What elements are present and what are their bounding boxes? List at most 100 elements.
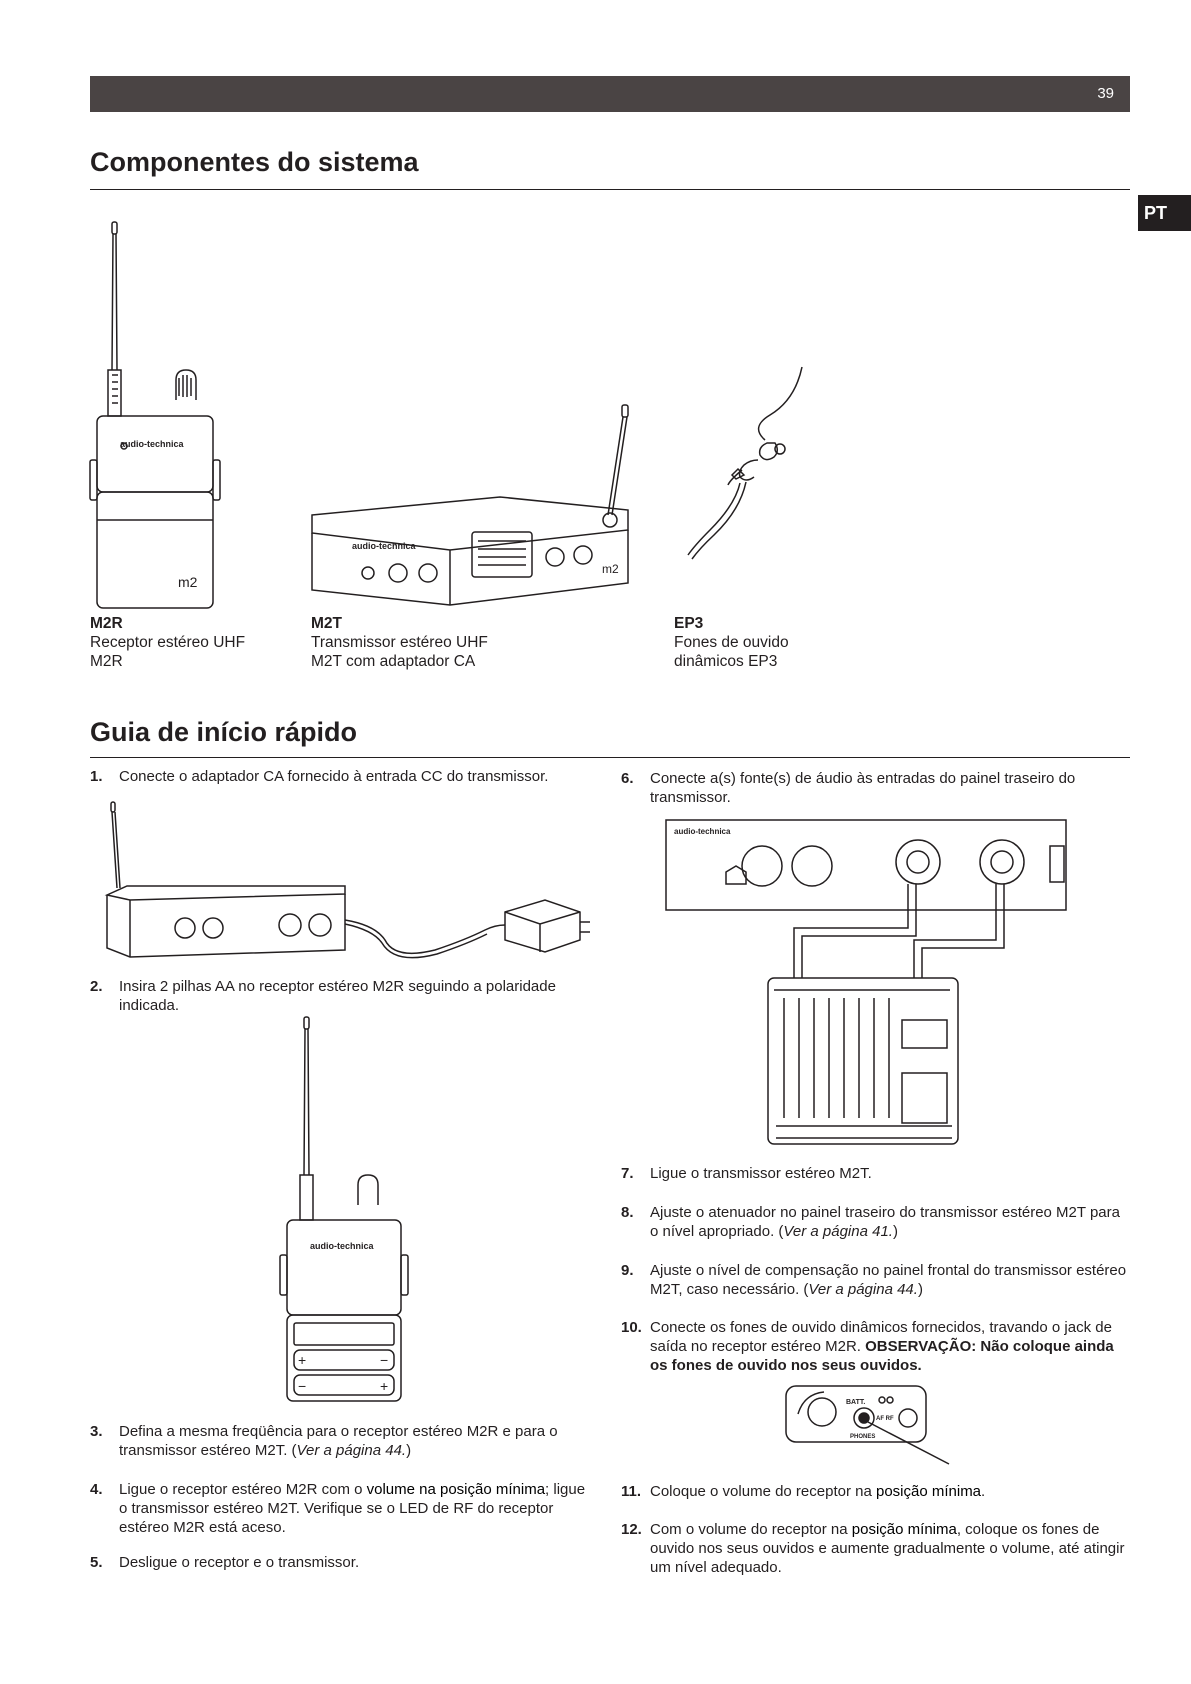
step-number: 1. bbox=[90, 768, 103, 785]
component-caption-m2t: M2T Transmissor estéreo UHF M2T com adap… bbox=[311, 614, 531, 671]
step-text: Insira 2 pilhas AA no receptor estéreo M… bbox=[119, 978, 556, 1014]
receiver-batteries-illustration: + − − + audio-technica bbox=[280, 1015, 410, 1405]
step-text-part: ) bbox=[892, 1223, 898, 1240]
step-text-part: Conecte os fones de ouvido dinâmicos for… bbox=[650, 1319, 1112, 1355]
component-caption-ep3: EP3 Fones de ouvido dinâmicos EP3 bbox=[674, 614, 874, 671]
svg-text:−: − bbox=[298, 1378, 306, 1394]
header-bar: 39 bbox=[90, 76, 1130, 112]
component-name: EP3 bbox=[674, 615, 704, 632]
step-text: Ligue o transmissor estéreo M2T. bbox=[650, 1165, 872, 1182]
step-text-part: Ligue o receptor estéreo M2R com o bbox=[119, 1481, 367, 1498]
ep3-earphones-illustration bbox=[680, 365, 810, 565]
step-text: Ajuste o atenuador no painel traseiro do… bbox=[650, 1203, 1131, 1241]
components-rule bbox=[90, 189, 1130, 190]
svg-text:audio-technica: audio-technica bbox=[120, 439, 185, 449]
m2r-receiver-illustration: m2 audio-technica bbox=[90, 220, 225, 612]
step-text: Desligue o receptor e o transmissor. bbox=[119, 1554, 360, 1571]
svg-text:AF RF: AF RF bbox=[876, 1416, 894, 1422]
svg-text:PHONES: PHONES bbox=[850, 1434, 875, 1440]
step-text: Defina a mesma freqüência para o recepto… bbox=[119, 1422, 590, 1460]
page-reference: Ver a página 41. bbox=[783, 1223, 893, 1240]
step-text-part: ) bbox=[406, 1442, 412, 1459]
step-text-part: Coloque o volume do receptor na bbox=[650, 1483, 876, 1500]
step-number: 12. bbox=[621, 1521, 642, 1538]
rear-panel-mixer-illustration: audio-technica bbox=[664, 818, 1069, 1148]
svg-text:m2: m2 bbox=[602, 562, 619, 576]
step-9: 9. Ajuste o nível de compensação no pain… bbox=[621, 1261, 1131, 1299]
svg-text:+: + bbox=[298, 1352, 306, 1368]
step-text-part: ) bbox=[917, 1281, 923, 1298]
note-text: OBSERVAÇÃO: Não coloque ainda os fones d… bbox=[650, 1338, 1114, 1374]
svg-text:+: + bbox=[380, 1378, 388, 1394]
page-reference: Ver a página 44. bbox=[296, 1442, 407, 1459]
component-caption-m2r: M2R Receptor estéreo UHF M2R bbox=[90, 614, 280, 671]
step-text: Conecte os fones de ouvido dinâmicos for… bbox=[650, 1318, 1131, 1375]
step-text: Coloque o volume do receptor na posição … bbox=[650, 1482, 1131, 1501]
step-text-part: . bbox=[981, 1483, 986, 1500]
page-number: 39 bbox=[1097, 85, 1114, 102]
m2-logo: m2 bbox=[178, 574, 198, 590]
step-number: 7. bbox=[621, 1165, 634, 1182]
step-text: Ajuste o nível de compensação no painel … bbox=[650, 1261, 1131, 1299]
step-5: 5. Desligue o receptor e o transmissor. bbox=[90, 1553, 590, 1572]
step-4: 4. Ligue o receptor estéreo M2R com o vo… bbox=[90, 1480, 590, 1537]
svg-text:m2: m2 bbox=[178, 574, 198, 590]
step-12: 12. Com o volume do receptor na posição … bbox=[621, 1520, 1131, 1577]
step-number: 9. bbox=[621, 1262, 634, 1279]
svg-text:audio-technica: audio-technica bbox=[310, 1241, 375, 1251]
step-7: 7. Ligue o transmissor estéreo M2T. bbox=[621, 1164, 1131, 1183]
highlighted-text: posição mínima bbox=[875, 1483, 982, 1500]
svg-text:audio-technica: audio-technica bbox=[674, 827, 731, 836]
receiver-top-panel-illustration: BATT. AF RF PHONES bbox=[784, 1384, 954, 1484]
step-number: 2. bbox=[90, 978, 103, 995]
step-1: 1. Conecte o adaptador CA fornecido à en… bbox=[90, 767, 590, 786]
step-text-part: Ajuste o atenuador no painel traseiro do… bbox=[650, 1204, 1120, 1240]
language-tab: PT bbox=[1138, 195, 1191, 231]
component-desc: Transmissor estéreo UHF bbox=[311, 634, 488, 651]
step-text-part: Com o volume do receptor na bbox=[650, 1521, 852, 1538]
component-desc: dinâmicos EP3 bbox=[674, 653, 778, 670]
step-text-part: ; ligue o transmissor estéreo M2T. Verif… bbox=[119, 1481, 586, 1536]
svg-text:−: − bbox=[380, 1352, 388, 1368]
components-title: Componentes do sistema bbox=[90, 147, 419, 177]
component-desc: M2R bbox=[90, 653, 123, 670]
step-text: Conecte o adaptador CA fornecido à entra… bbox=[119, 768, 549, 785]
step-number: 10. bbox=[621, 1319, 642, 1336]
step-number: 8. bbox=[621, 1204, 634, 1221]
af-rf-label: AF RF bbox=[876, 1416, 894, 1422]
step-number: 3. bbox=[90, 1423, 103, 1440]
step-text-part: Ajuste o nível de compensação no painel … bbox=[650, 1262, 1127, 1298]
quickstart-rule bbox=[90, 757, 1130, 758]
page-reference: Ver a página 44. bbox=[808, 1281, 918, 1298]
step-text: Conecte a(s) fonte(s) de áudio às entrad… bbox=[650, 770, 1076, 806]
component-desc: Receptor estéreo UHF bbox=[90, 634, 246, 651]
brand-label: audio-technica bbox=[352, 541, 417, 551]
component-name: M2R bbox=[90, 615, 123, 632]
step-number: 6. bbox=[621, 770, 634, 787]
highlighted-text: posição mínima bbox=[851, 1521, 957, 1538]
step-number: 11. bbox=[621, 1483, 642, 1500]
step-10: 10. Conecte os fones de ouvido dinâmicos… bbox=[621, 1318, 1131, 1375]
quickstart-title: Guia de início rápido bbox=[90, 717, 358, 747]
step-3: 3. Defina a mesma freqüência para o rece… bbox=[90, 1422, 590, 1460]
svg-text:BATT.: BATT. bbox=[846, 1399, 865, 1406]
step-text-part: Defina a mesma freqüência para o recepto… bbox=[119, 1423, 558, 1459]
brand-label: audio-technica bbox=[674, 827, 731, 836]
step-2: 2. Insira 2 pilhas AA no receptor estére… bbox=[90, 977, 590, 1015]
transmitter-adapter-illustration bbox=[105, 800, 595, 960]
m2-logo: m2 bbox=[602, 562, 619, 576]
step-text-part: , coloque os fones de ouvido nos seus ou… bbox=[650, 1521, 1125, 1576]
step-6: 6. Conecte a(s) fonte(s) de áudio às ent… bbox=[621, 769, 1131, 807]
component-desc: M2T com adaptador CA bbox=[311, 653, 476, 670]
m2t-transmitter-illustration: audio-technica m2 bbox=[310, 405, 635, 605]
step-11: 11. Coloque o volume do receptor na posi… bbox=[621, 1482, 1131, 1501]
batt-label: BATT. bbox=[846, 1399, 865, 1406]
svg-text:audio-technica: audio-technica bbox=[352, 541, 417, 551]
step-number: 4. bbox=[90, 1481, 103, 1498]
component-desc: Fones de ouvido bbox=[674, 634, 789, 651]
step-8: 8. Ajuste o atenuador no painel traseiro… bbox=[621, 1203, 1131, 1241]
step-number: 5. bbox=[90, 1554, 103, 1571]
component-name: M2T bbox=[311, 615, 342, 632]
brand-label: audio-technica bbox=[310, 1241, 375, 1251]
phones-label: PHONES bbox=[850, 1434, 875, 1440]
